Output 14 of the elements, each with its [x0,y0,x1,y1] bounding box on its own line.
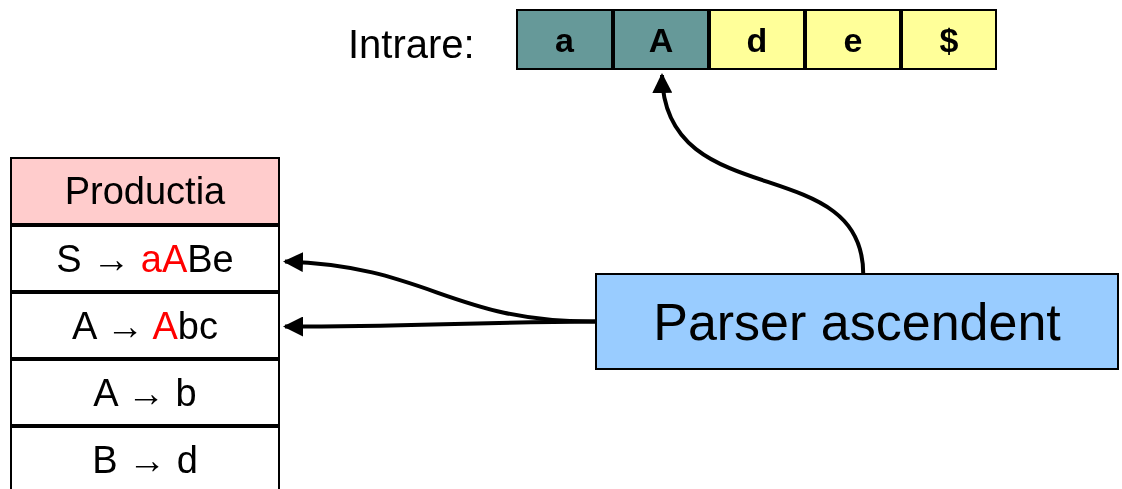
table-header: Productia [10,157,280,225]
input-cell: e [805,9,901,70]
production-row: A → b [10,359,280,426]
input-cell: A [613,9,709,70]
input-cell: $ [901,9,997,70]
parser-box: Parser ascendent [595,273,1119,370]
input-cell: d [709,9,805,70]
input-cell: a [516,9,613,70]
production-row: S → aABe [10,225,280,292]
input-label: Intrare: [348,24,475,64]
arrow [654,73,866,275]
production-row: B → d [10,426,280,489]
production-row: A → Abc [10,292,280,359]
arrow [283,316,596,337]
